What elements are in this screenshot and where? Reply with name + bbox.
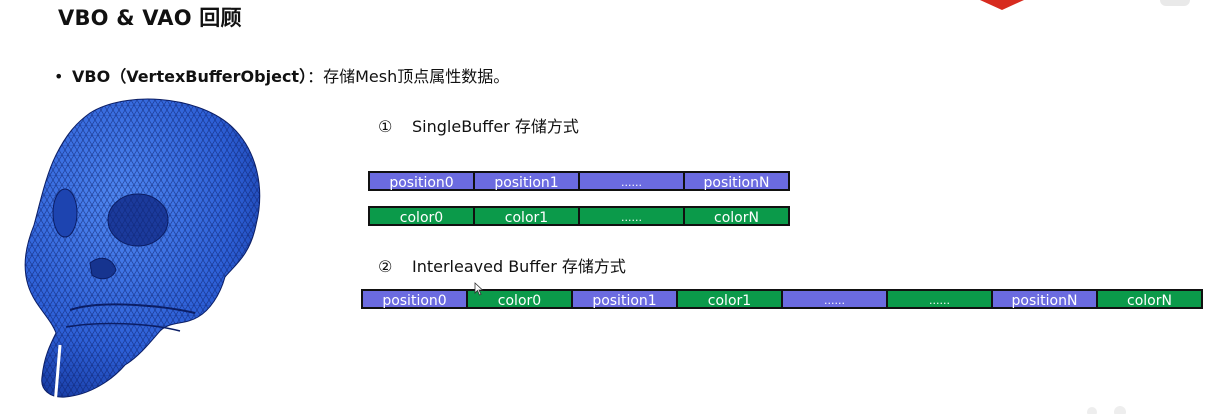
buffer-cell-ellipsis: ......	[781, 289, 888, 309]
section-number: ②	[378, 257, 393, 276]
section-label: SingleBuffer 存储方式	[412, 117, 579, 136]
bullet-description: ：存储Mesh顶点属性数据。	[307, 67, 510, 86]
corner-shape	[1160, 0, 1190, 6]
buffer-cell-ellipsis: ......	[886, 289, 993, 309]
buffer-cell-color: color1	[473, 206, 580, 226]
buffer-cell-position: position1	[571, 289, 678, 309]
bullet-dot: •	[54, 67, 64, 86]
cursor-icon	[474, 282, 484, 296]
corner-decoration	[1087, 406, 1126, 414]
single-buffer-color-row: color0 color1 ...... colorN	[368, 206, 790, 226]
buffer-cell-color: colorN	[1096, 289, 1203, 309]
section-number: ①	[378, 117, 393, 136]
single-buffer-position-row: position0 position1 ...... positionN	[368, 171, 790, 191]
buffer-cell-color: colorN	[683, 206, 790, 226]
buffer-cell-position: positionN	[683, 171, 790, 191]
bullet-term: VBO	[72, 67, 111, 86]
slide-title: VBO & VAO 回顾	[58, 6, 242, 30]
buffer-cell-position: position0	[368, 171, 475, 191]
interleaved-buffer-heading: ② Interleaved Buffer 存储方式	[378, 253, 626, 277]
interleaved-buffer-row: position0 color0 position1 color1 ......…	[361, 289, 1203, 309]
buffer-cell-position: position1	[473, 171, 580, 191]
corner-logo-icon	[980, 0, 1024, 10]
bullet-term-paren: （VertexBufferObject）	[110, 67, 308, 86]
vbo-bullet: • VBO（VertexBufferObject）：存储Mesh顶点属性数据。	[54, 63, 509, 87]
buffer-cell-position: positionN	[991, 289, 1098, 309]
buffer-cell-color: color1	[676, 289, 783, 309]
buffer-cell-position: position0	[361, 289, 468, 309]
section-label: Interleaved Buffer 存储方式	[412, 257, 626, 276]
buffer-cell-color: color0	[368, 206, 475, 226]
buffer-cell-ellipsis: ......	[578, 171, 685, 191]
single-buffer-heading: ① SingleBuffer 存储方式	[378, 113, 579, 137]
buffer-cell-ellipsis: ......	[578, 206, 685, 226]
skull-mesh-image	[24, 98, 261, 406]
